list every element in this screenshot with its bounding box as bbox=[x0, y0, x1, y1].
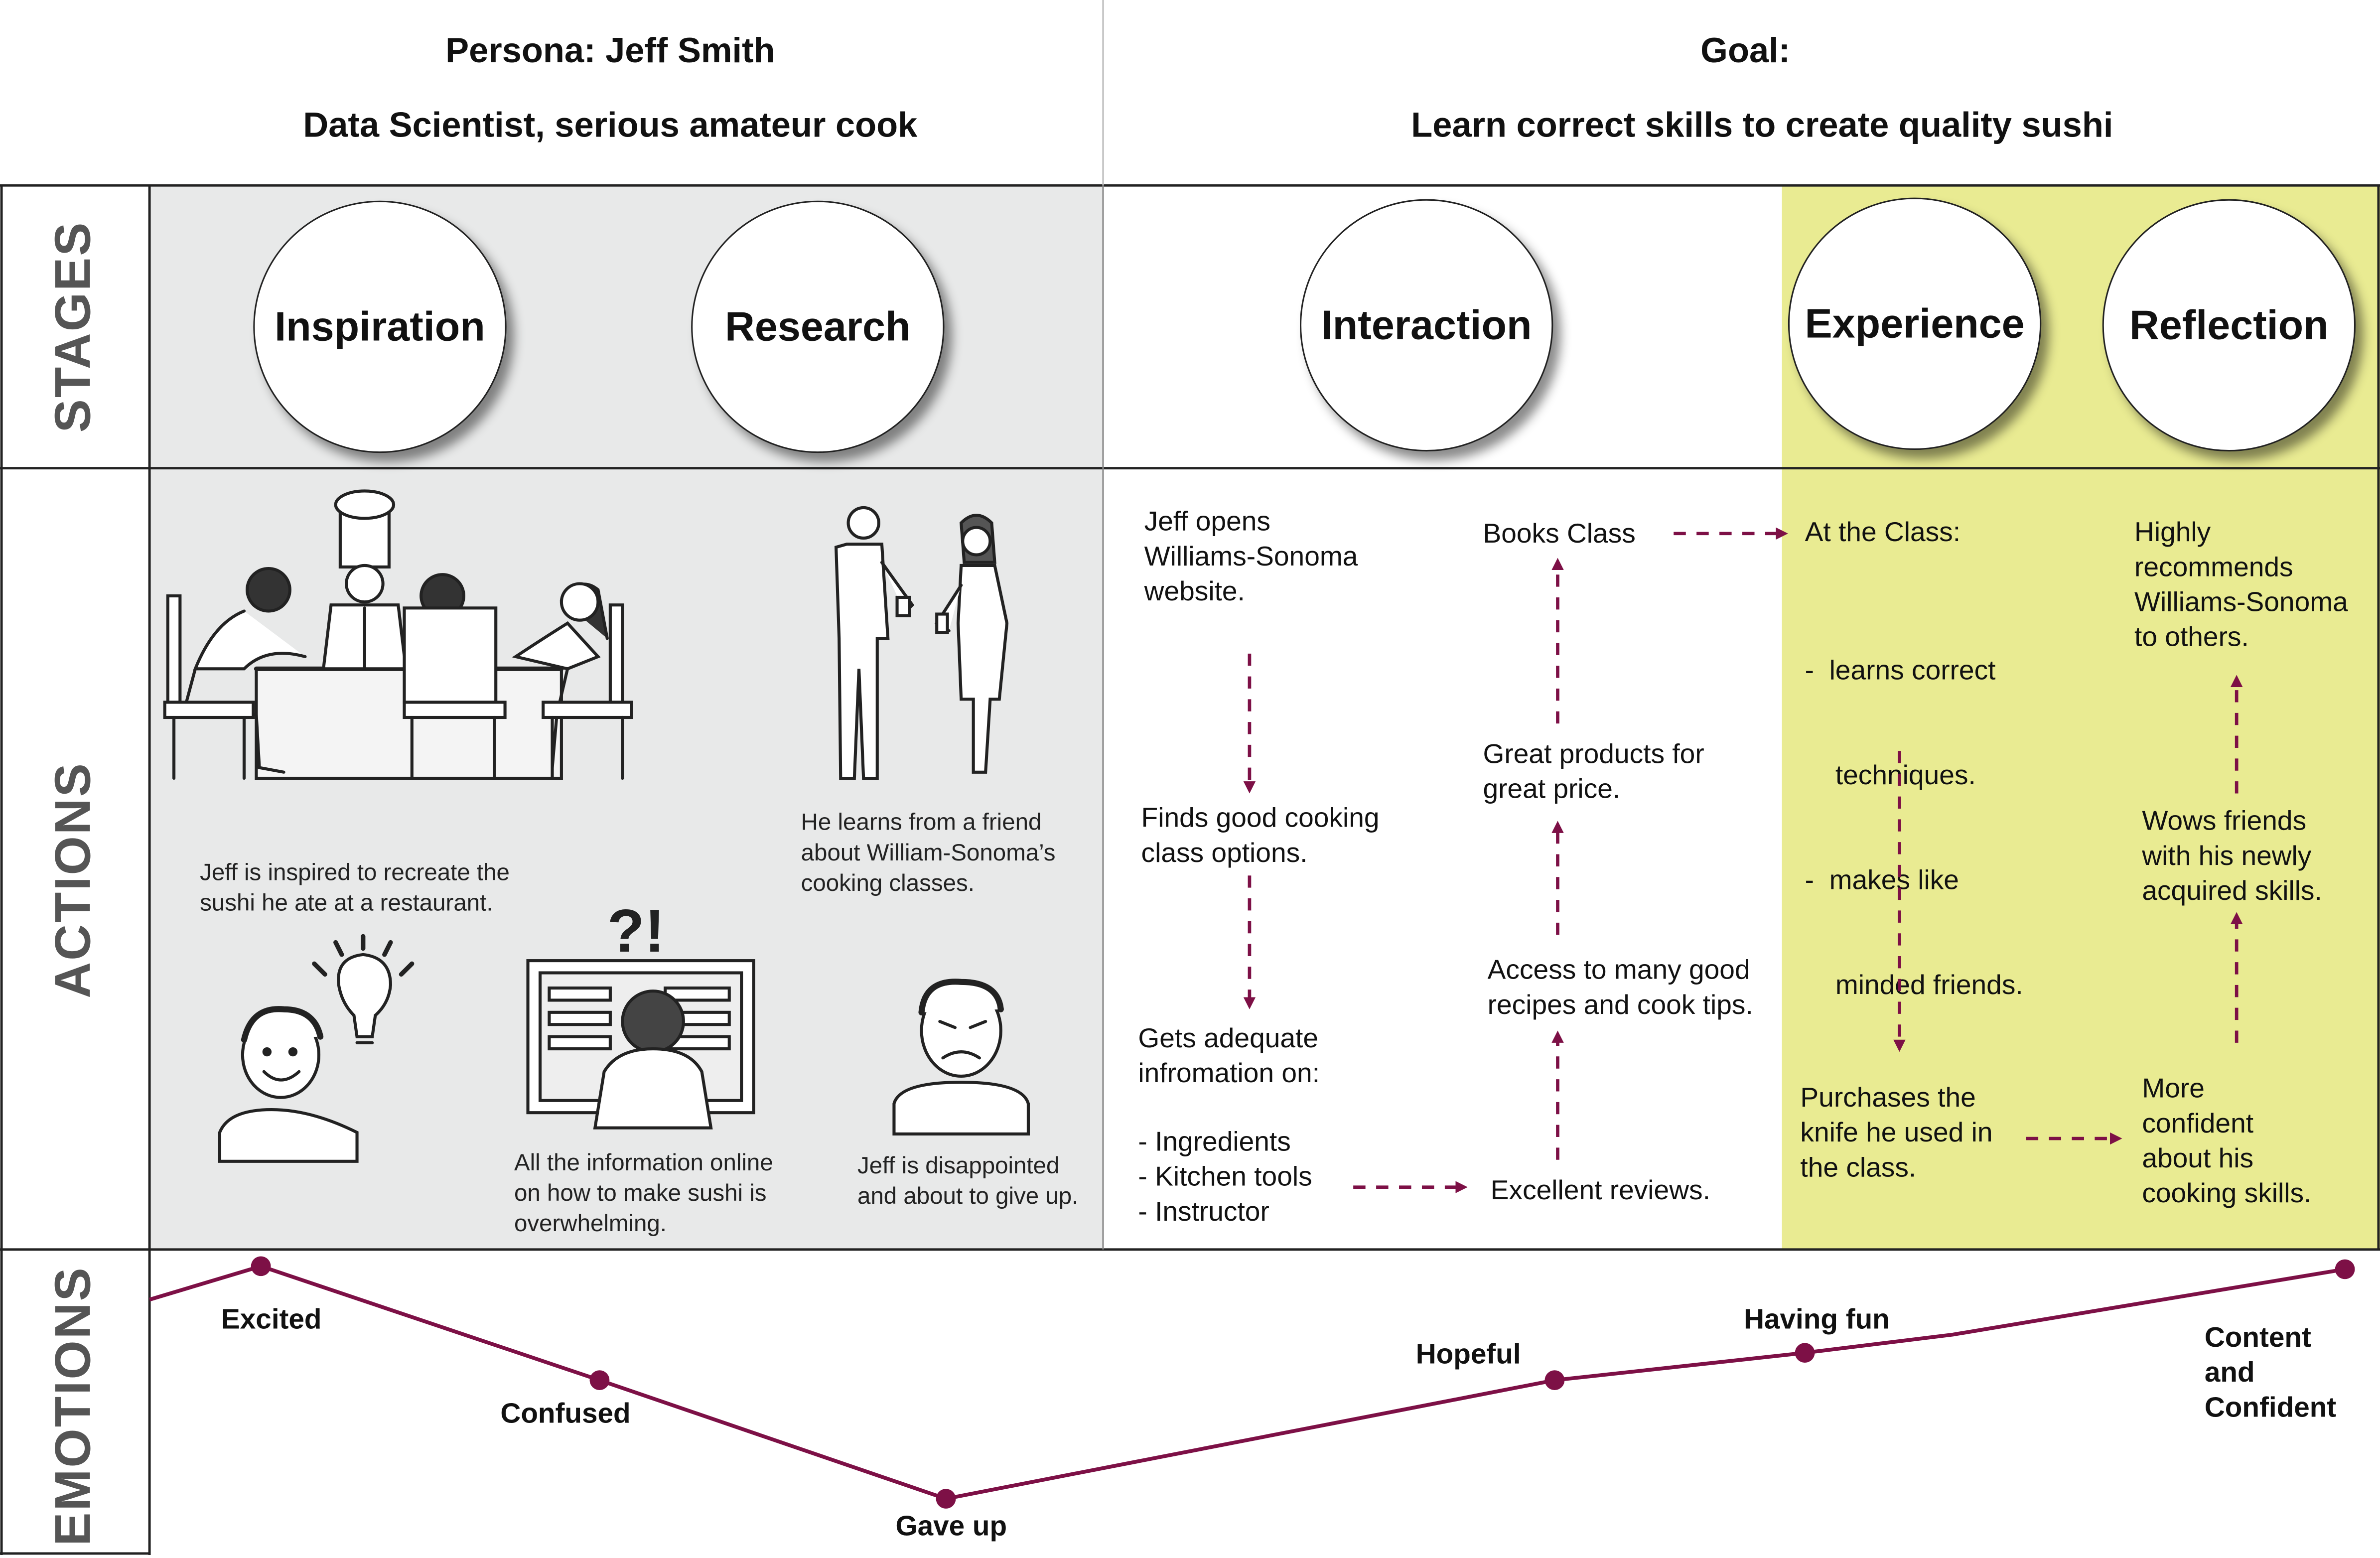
stage-research: Research bbox=[691, 200, 945, 453]
text-line: recipes and cook tips. bbox=[1487, 990, 1753, 1020]
goal-title: Goal: bbox=[1700, 30, 1791, 70]
emotion-point-gave-up bbox=[936, 1489, 956, 1509]
text-line: More bbox=[2142, 1073, 2205, 1104]
lightbulb-icon bbox=[312, 934, 415, 1044]
caption-line: about William-Sonoma’s bbox=[801, 841, 1056, 866]
emotion-point-content bbox=[2335, 1259, 2355, 1279]
text-line: Great products for bbox=[1483, 738, 1704, 769]
friend-caption: He learns from a friend about William-So… bbox=[801, 809, 1056, 900]
caption-line: Jeff is disappointed bbox=[857, 1153, 1060, 1180]
text-line: Confident bbox=[2204, 1391, 2337, 1423]
persona-title: Persona: Jeff Smith bbox=[445, 30, 775, 70]
goal-text: Learn correct skills to create quality s… bbox=[1411, 105, 2113, 144]
emotion-label-excited: Excited bbox=[221, 1302, 322, 1335]
list-item: - learns correct bbox=[1805, 655, 1996, 686]
text-line: Gets adequate bbox=[1138, 1023, 1319, 1054]
text-line: Williams-Sonoma bbox=[2134, 586, 2348, 617]
caption-line: cooking classes. bbox=[801, 871, 975, 897]
caption-line: and about to give up. bbox=[857, 1184, 1079, 1210]
stage-interaction: Interaction bbox=[1299, 199, 1553, 452]
disappointed-caption: Jeff is disappointed and about to give u… bbox=[857, 1152, 1078, 1213]
text-line: Purchases the bbox=[1800, 1082, 1976, 1113]
emotion-label-gave-up: Gave up bbox=[895, 1509, 1007, 1542]
list-item: - Ingredients bbox=[1138, 1126, 1291, 1157]
emotion-label-having-fun: Having fun bbox=[1744, 1302, 1890, 1335]
restaurant-sketch-icon bbox=[163, 489, 633, 780]
list-item: - makes like bbox=[1805, 864, 1959, 895]
text-line: the class. bbox=[1800, 1152, 1917, 1183]
action-at-class: At the Class: bbox=[1805, 517, 1961, 548]
text-line: Williams-Sonoma bbox=[1144, 541, 1358, 572]
text-line: Access to many good bbox=[1487, 954, 1750, 985]
action-gets-info: Gets adequate infromation on: bbox=[1138, 1021, 1320, 1091]
text-line: acquired skills. bbox=[2142, 875, 2322, 906]
text-line: Wows friends bbox=[2142, 805, 2307, 836]
text-line: infromation on: bbox=[1138, 1058, 1320, 1089]
text-line: confident bbox=[2142, 1108, 2254, 1139]
restaurant-caption: Jeff is inspired to recreate the sushi h… bbox=[200, 859, 510, 920]
list-item: - Kitchen tools bbox=[1138, 1161, 1312, 1192]
class-list: - learns correct techniques. - makes lik… bbox=[1805, 584, 2023, 1073]
text-line: Jeff opens bbox=[1144, 506, 1270, 537]
emotion-point-confused bbox=[589, 1370, 610, 1390]
action-reviews: Excellent reviews. bbox=[1490, 1175, 1710, 1206]
text-line: knife he used in bbox=[1800, 1117, 1993, 1148]
action-recommends: Highly recommends Williams-Sonoma to oth… bbox=[2134, 515, 2348, 655]
emotion-point-excited bbox=[251, 1256, 271, 1276]
caption-line: overwhelming. bbox=[514, 1211, 667, 1238]
list-item: techniques. bbox=[1805, 760, 1976, 791]
excited-face-icon bbox=[218, 1006, 359, 1163]
list-item: minded friends. bbox=[1805, 970, 2023, 1000]
action-wows-friends: Wows friends with his newly acquired ski… bbox=[2142, 804, 2322, 909]
emotion-point-hopeful bbox=[1544, 1370, 1565, 1390]
stage-reflection: Reflection bbox=[2102, 199, 2356, 452]
caption-line: Jeff is inspired to recreate the bbox=[200, 860, 510, 886]
action-great-products: Great products for great price. bbox=[1483, 737, 1704, 807]
stage-experience: Experience bbox=[1788, 197, 2042, 450]
text-line: recommends bbox=[2134, 552, 2293, 582]
text-line: and bbox=[2204, 1356, 2255, 1388]
text-line: cooking skills. bbox=[2142, 1178, 2312, 1209]
text-line: class options. bbox=[1141, 837, 1308, 868]
text-line: website. bbox=[1144, 576, 1245, 607]
online-caption: All the information online on how to mak… bbox=[514, 1149, 773, 1240]
text-line: great price. bbox=[1483, 773, 1621, 804]
action-books-class: Books Class bbox=[1483, 518, 1636, 549]
persona-subtitle: Data Scientist, serious amateur cook bbox=[303, 105, 918, 144]
stage-inspiration: Inspiration bbox=[253, 200, 507, 453]
action-finds-classes: Finds good cooking class options. bbox=[1141, 801, 1380, 871]
text-line: Highly bbox=[2134, 517, 2211, 548]
caption-line: sushi he ate at a restaurant. bbox=[200, 890, 493, 917]
friends-sketch-icon bbox=[834, 506, 1009, 780]
caption-line: on how to make sushi is bbox=[514, 1181, 767, 1207]
emotion-line bbox=[148, 1264, 2346, 1501]
caption-line: He learns from a friend bbox=[801, 810, 1042, 836]
emotion-label-hopeful: Hopeful bbox=[1415, 1337, 1521, 1370]
info-list: - Ingredients - Kitchen tools - Instruct… bbox=[1138, 1125, 1312, 1230]
action-purchases-knife: Purchases the knife he used in the class… bbox=[1800, 1081, 1992, 1186]
emotion-label-content: Content and Confident bbox=[2205, 1319, 2336, 1424]
action-more-confident: More confident about his cooking skills. bbox=[2142, 1072, 2311, 1212]
disappointed-face-icon bbox=[892, 979, 1030, 1135]
text-line: Content bbox=[2204, 1321, 2311, 1353]
emotion-label-confused: Confused bbox=[500, 1397, 631, 1429]
text-line: Finds good cooking bbox=[1141, 802, 1380, 833]
question-exclamation-mark: ?! bbox=[607, 896, 665, 965]
overwhelmed-computer-icon bbox=[526, 959, 755, 1130]
emotion-point-having-fun bbox=[1795, 1343, 1815, 1363]
text-line: to others. bbox=[2134, 621, 2249, 652]
text-line: about his bbox=[2142, 1143, 2254, 1174]
action-recipes: Access to many good recipes and cook tip… bbox=[1488, 953, 1753, 1023]
caption-line: All the information online bbox=[514, 1150, 773, 1177]
text-line: with his newly bbox=[2142, 841, 2312, 871]
action-opens-website: Jeff opens Williams-Sonoma website. bbox=[1144, 505, 1358, 610]
list-item: - Instructor bbox=[1138, 1196, 1269, 1227]
